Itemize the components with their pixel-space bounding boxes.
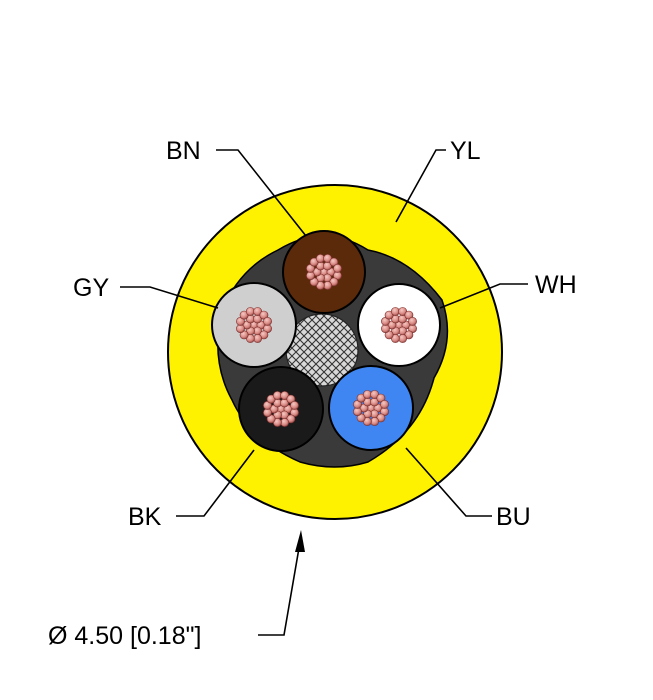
- conductor-black: [238, 366, 324, 452]
- copper-strand: [263, 316, 272, 326]
- conductor-brown: [282, 230, 366, 314]
- leader-bn: [216, 149, 307, 237]
- copper-strand: [290, 400, 299, 410]
- label-bu: BU: [496, 503, 531, 531]
- leader-bu: [405, 447, 492, 517]
- label-wh: WH: [535, 271, 577, 299]
- conductor-gray: [211, 282, 297, 368]
- copper-strand: [408, 316, 417, 326]
- label-bn: BN: [166, 137, 201, 165]
- copper-strand: [333, 263, 342, 273]
- conductor-blue: [328, 365, 414, 451]
- diameter-arrowhead: [295, 530, 305, 552]
- label-yl: YL: [450, 137, 481, 165]
- label-bk: BK: [128, 503, 162, 531]
- label-gy: GY: [73, 274, 109, 302]
- label-diameter: Ø 4.50 [0.18"]: [48, 622, 201, 650]
- leader-bk: [176, 449, 255, 517]
- leader-yl: [395, 149, 446, 223]
- leader-diameter: [258, 547, 300, 636]
- leader-wh: [439, 283, 528, 309]
- conductor-white: [357, 283, 441, 367]
- leader-gy: [120, 286, 219, 309]
- copper-strand: [380, 399, 389, 409]
